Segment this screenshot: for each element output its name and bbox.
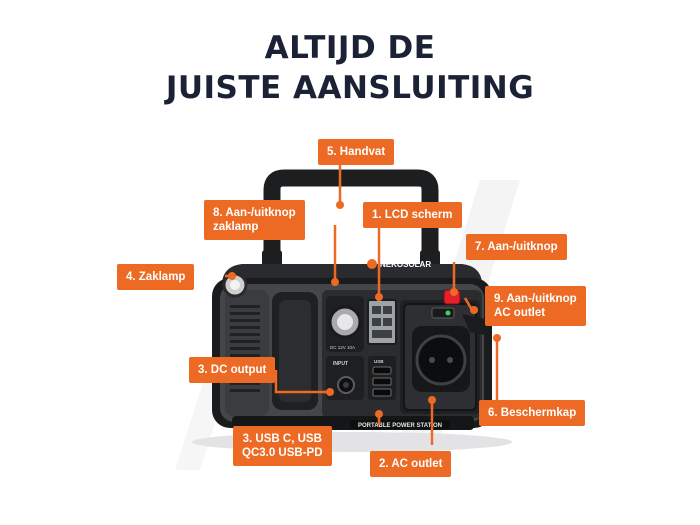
brand-logo: NEKOSOLAR bbox=[367, 259, 431, 269]
front-lamp-lens bbox=[337, 314, 353, 330]
label-ac-knop-line-1: 9. Aan-/uitknop bbox=[494, 293, 577, 305]
ac-socket-hole bbox=[447, 357, 453, 363]
label-lcd-text: 1. LCD scherm bbox=[372, 209, 453, 221]
label-aan-uit: 7. Aan-/uitknop bbox=[466, 234, 567, 260]
flashlight-lens bbox=[230, 280, 240, 290]
usb-a-port-icon bbox=[372, 388, 392, 397]
brand-text: NEKOSOLAR bbox=[380, 260, 431, 269]
dc-output-text: DC 12V 10A bbox=[330, 345, 355, 350]
label-zaklamp-text: 4. Zaklamp bbox=[126, 271, 186, 283]
ac-socket-icon bbox=[415, 334, 467, 386]
label-zaklamp-knop-line-1: 8. Aan-/uitknop bbox=[213, 207, 296, 219]
dc-port-pin bbox=[343, 382, 349, 388]
cover-hinge bbox=[462, 314, 490, 336]
label-zaklamp-knop: 8. Aan-/uitknop zaklamp bbox=[204, 200, 305, 240]
label-handvat-text: 5. Handvat bbox=[327, 146, 386, 158]
usb-c-port-icon bbox=[372, 366, 392, 375]
ac-socket-hole bbox=[429, 357, 435, 363]
lcd-segments bbox=[372, 306, 392, 338]
callout-dots bbox=[228, 201, 501, 418]
usb-a-port-icon bbox=[372, 377, 392, 386]
model-strip bbox=[350, 420, 450, 429]
label-usb: 3. USB C, USB QC3.0 USB-PD bbox=[233, 426, 332, 466]
label-zaklamp: 4. Zaklamp bbox=[117, 264, 195, 290]
label-ac-knop: 9. Aan-/uitknop AC outlet bbox=[485, 286, 586, 326]
label-ac-outlet-text: 2. AC outlet bbox=[379, 458, 443, 470]
callout-lines bbox=[225, 163, 499, 445]
label-usb-line-2: QC3.0 USB-PD bbox=[242, 447, 323, 459]
label-ac-knop-line-2: AC outlet bbox=[494, 307, 546, 319]
label-ac-outlet: 2. AC outlet bbox=[370, 451, 452, 477]
label-handvat: 5. Handvat bbox=[318, 139, 395, 165]
ac-button-icon bbox=[431, 307, 455, 319]
input-text: INPUT bbox=[333, 361, 348, 367]
label-beschermkap-text: 6. Beschermkap bbox=[488, 407, 577, 419]
model-text: PORTABLE POWER STATION bbox=[358, 423, 442, 429]
label-usb-line-1: 3. USB C, USB bbox=[242, 433, 322, 445]
label-dc-output: 3. DC output bbox=[189, 357, 276, 383]
device-top bbox=[222, 264, 482, 282]
usb-text: USB bbox=[374, 359, 384, 364]
label-zaklamp-knop-line-2: zaklamp bbox=[213, 221, 259, 233]
label-aan-uit-text: 7. Aan-/uitknop bbox=[475, 241, 558, 253]
label-beschermkap: 6. Beschermkap bbox=[479, 400, 586, 426]
label-lcd: 1. LCD scherm bbox=[363, 202, 462, 228]
ac-indicator-icon bbox=[445, 310, 451, 316]
title-line-1: ALTIJD DE bbox=[264, 30, 436, 66]
title-line-2: JUISTE AANSLUITING bbox=[165, 70, 535, 106]
label-dc-output-text: 3. DC output bbox=[198, 364, 267, 376]
